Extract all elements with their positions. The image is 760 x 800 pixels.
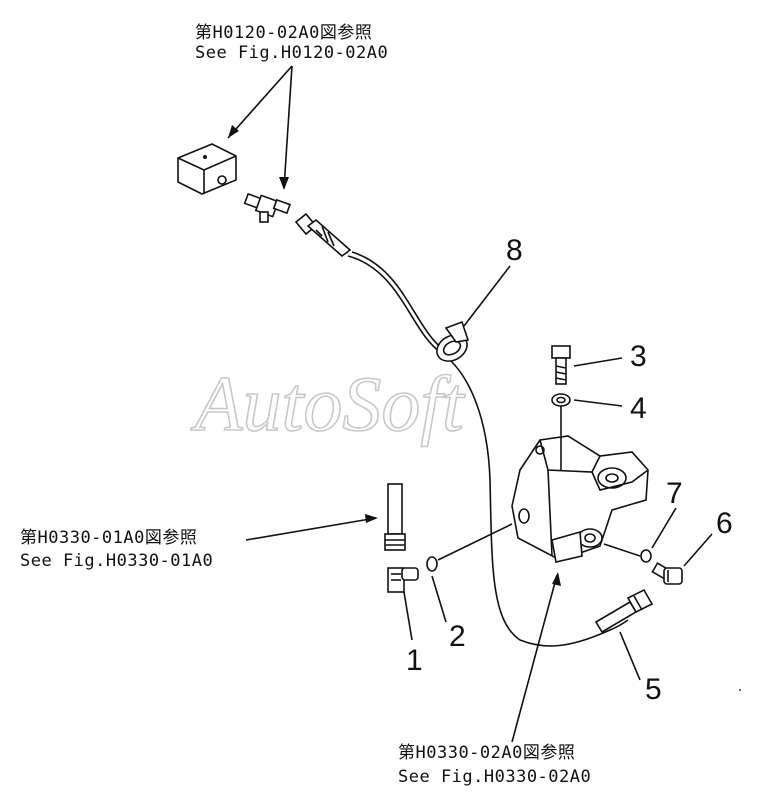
leader-line [283,65,293,189]
reference-bottom: 第H0330-02A0図参照 See Fig.H0330-02A0 [398,743,591,787]
reference-top-arrows [227,65,293,190]
reference-bottom-en: See Fig.H0330-02A0 [398,767,591,787]
callout-8: 8 [506,234,523,267]
reference-left-en: See Fig.H0330-01A0 [20,551,213,571]
leader-line [227,65,293,139]
elbow-fitting-part-1 [387,567,419,593]
reference-top-jp: 第H0120-02A0図参照 [195,23,372,43]
pilot-hose [347,255,629,647]
callout-leaders [403,265,713,681]
callout-4: 4 [630,392,647,425]
watermark-text: AutoSoft [190,360,466,447]
callout-5: 5 [645,673,662,706]
hose-fitting-top [294,212,352,258]
main-valve-body [511,435,649,563]
arrowhead [365,514,378,523]
dot-mark [739,689,741,691]
bolt-part-3 [551,345,571,470]
tee-fitting [243,192,291,223]
reference-top-en: See Fig.H0120-02A0 [195,43,388,63]
pipe-fitting-left [384,483,406,551]
elbow-fitting-part-6 [651,562,683,585]
callout-2: 2 [449,620,466,653]
o-ring-part-2 [426,523,513,572]
callout-6: 6 [716,507,733,540]
valve-block-top [177,143,237,195]
hose-clamp [436,320,470,362]
callout-3: 3 [630,340,647,373]
callout-7: 7 [666,477,683,510]
arrowhead [228,125,239,138]
reference-left-jp: 第H0330-01A0図参照 [20,528,197,548]
arrowhead [279,177,289,190]
bolt-part-5 [594,588,654,634]
reference-bottom-jp: 第H0330-02A0図参照 [398,743,575,763]
reference-left: 第H0330-01A0図参照 See Fig.H0330-01A0 [20,514,378,571]
o-ring-part-7 [603,543,652,563]
washer-part-4 [551,393,571,407]
callout-1: 1 [406,644,423,677]
reference-top: 第H0120-02A0図参照 See Fig.H0120-02A0 [195,23,388,63]
reference-bottom-arrow [511,572,561,743]
arrowhead [552,572,561,586]
